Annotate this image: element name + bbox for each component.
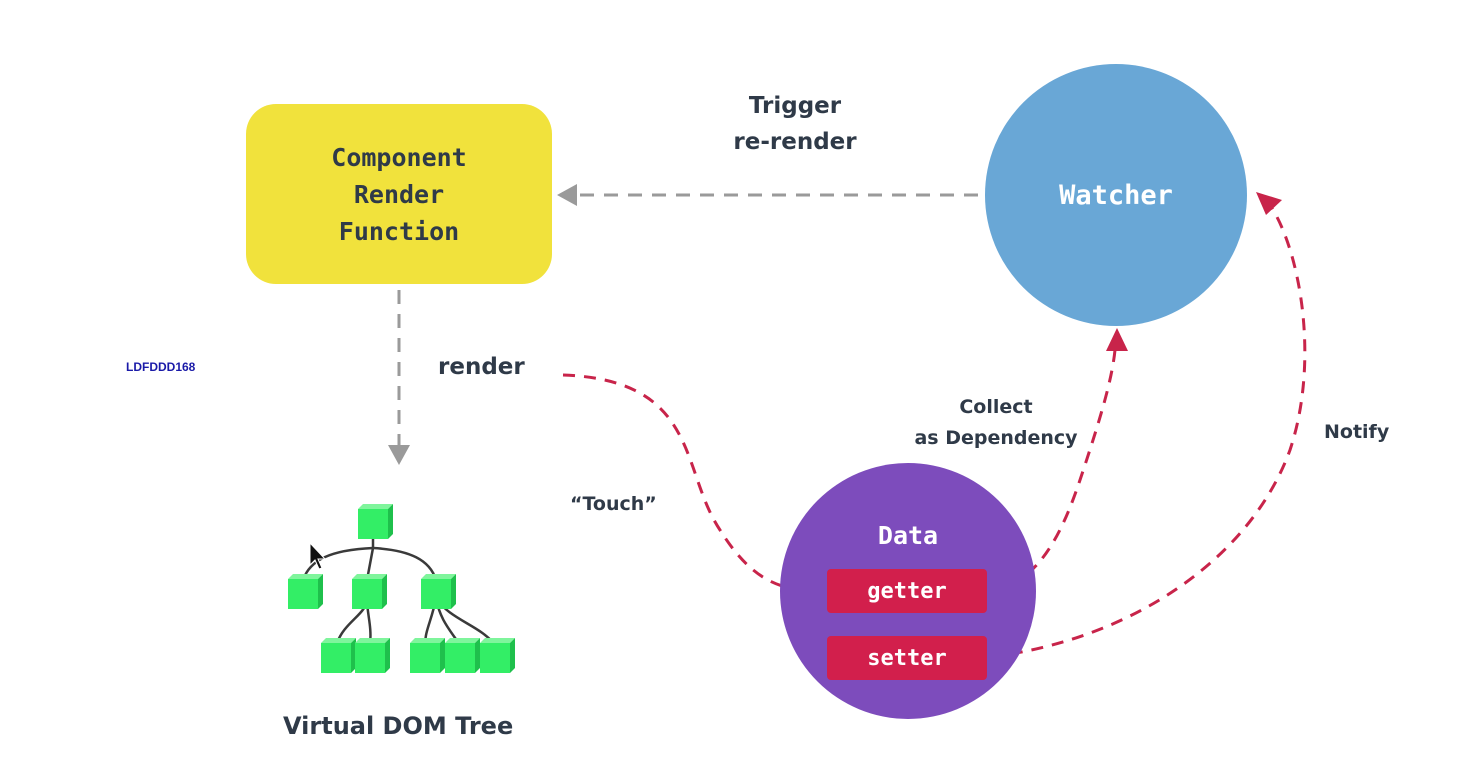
data-node: Data getter setter [780, 463, 1036, 719]
component-label-line-3: Function [338, 216, 460, 246]
cursor-icon [309, 541, 327, 570]
trigger-label-line-1: Trigger [748, 93, 842, 119]
trigger-label-line-2: re-render [733, 129, 857, 155]
watermark-text: LDFDDD168 [126, 360, 196, 374]
trigger-rerender-label: Trigger re-render [720, 88, 870, 160]
vdom-node-cube [480, 638, 515, 673]
vdom-node-cube [410, 638, 445, 673]
setter-label: setter [867, 645, 947, 671]
collect-label-line-1: Collect [959, 396, 1033, 418]
watcher-label: Watcher [1059, 179, 1173, 211]
getter-pill: getter [827, 569, 987, 613]
vdom-node-cube [288, 574, 323, 609]
component-label-line-1: Component [331, 142, 467, 172]
render-label: render [438, 354, 525, 380]
watcher-node: Watcher [985, 64, 1247, 326]
data-title: Data [877, 521, 939, 550]
vdom-node-cube [355, 638, 390, 673]
setter-pill: setter [827, 636, 987, 680]
notify-arrow [989, 192, 1307, 659]
vdom-node-cube [421, 574, 456, 609]
virtual-dom-tree-caption: Virtual DOM Tree [283, 712, 514, 740]
vdom-node-cube [445, 638, 480, 673]
vdom-node-cube [321, 638, 356, 673]
notify-label: Notify [1324, 421, 1390, 443]
collect-label-line-2: as Dependency [914, 427, 1078, 449]
component-render-function-box: Component Render Function [246, 104, 552, 284]
virtual-dom-tree [301, 533, 496, 646]
virtual-dom-nodes [288, 504, 515, 673]
collect-dependency-label: Collect as Dependency [904, 392, 1088, 454]
touch-label: “Touch” [570, 493, 657, 515]
vdom-node-cube [352, 574, 387, 609]
collect-dependency-arrow [989, 328, 1128, 592]
render-vdom-arrow [388, 290, 410, 465]
component-label-line-2: Render [353, 179, 445, 209]
getter-label: getter [867, 578, 947, 604]
vdom-node-cube [358, 504, 393, 539]
trigger-rerender-arrow [557, 184, 978, 206]
